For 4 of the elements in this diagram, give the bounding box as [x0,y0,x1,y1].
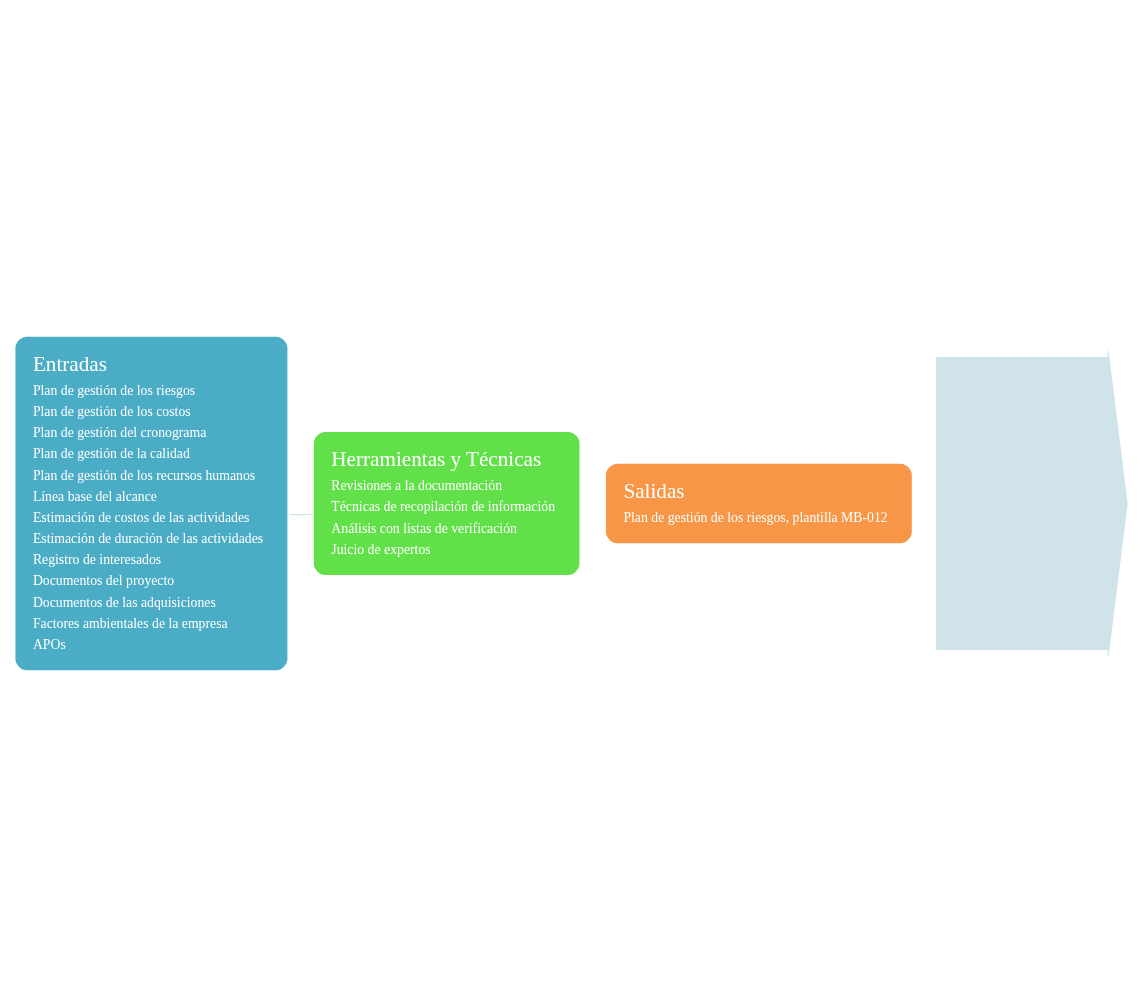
connector [288,513,313,515]
node-arrow [936,350,1128,656]
node-box: Entradas Plan de gestión de los riesgos Plan de gestión de los costos Plan de gestión del cronograma Plan de gestión de la calidad Plan de gestión de los recursos humanos Línea base del alcance Estimación de costos de las actividades Estimación de duración de las actividades Registro de interesados Documentos del proyecto Documentos de las adquisiciones Factores ambientales de la empresa APOs [12,333,291,673]
node-box: Salidas Plan de gestión de los riesgos, plantilla MB-012 [602,460,915,546]
